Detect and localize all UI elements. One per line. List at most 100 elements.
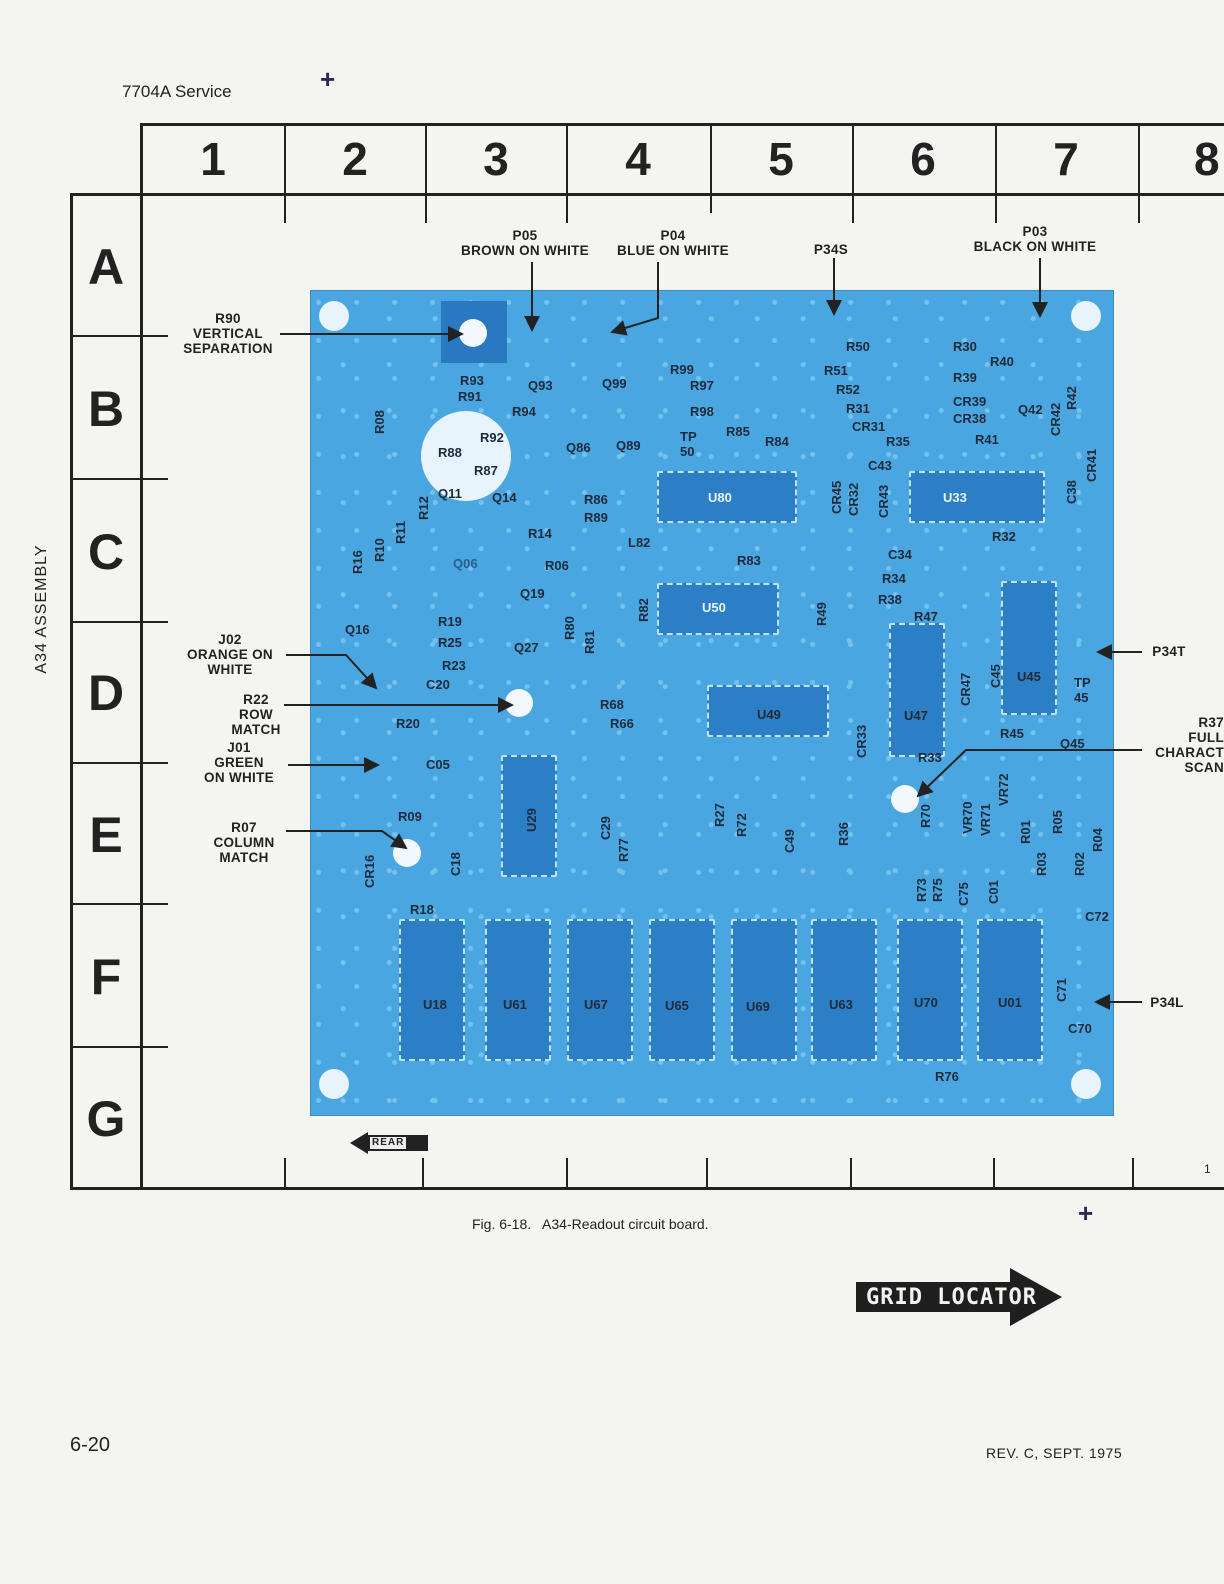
label-r94: R94 [512,404,536,419]
grid-locator-arrow: GRID LOCATOR [856,1268,1066,1326]
label-r52: R52 [836,382,860,397]
label-r66: R66 [610,716,634,731]
grid-column-7: 7 [1053,133,1079,185]
label-r32: R32 [992,529,1016,544]
grid-row-e: E [89,807,123,863]
label-u80: U80 [708,490,732,505]
label-u01: U01 [998,995,1022,1010]
label-r31: R31 [846,401,870,416]
ic-u47 [889,623,945,757]
label-r35: R35 [886,434,910,449]
label-cr31: CR31 [852,419,886,434]
label-c72: C72 [1085,909,1109,924]
grid-column-8: 8 [1194,136,1220,182]
label-r51: R51 [824,363,848,378]
label-q99: Q99 [602,376,627,391]
label-r20: R20 [396,716,420,731]
label-r93: R93 [460,373,484,388]
ic-u33 [909,471,1045,523]
label-r23: R23 [442,658,466,673]
ic-u01 [977,919,1043,1061]
label-q93: Q93 [528,378,553,393]
rear-direction-arrow: REAR [350,1132,430,1154]
label-cr38: CR38 [953,411,987,426]
label-c34: C34 [888,547,912,562]
label-u33: U33 [943,490,967,505]
mount-hole-icon [1071,301,1101,331]
ic-u29 [501,755,557,877]
grid-column-1: 1 [200,133,226,185]
callout-j01: J01 GREEN ON WHITE [204,740,274,785]
label-r06: R06 [545,558,569,573]
label-r33: R33 [918,750,942,765]
registration-mark-bottom: + [1078,1198,1094,1228]
ic-u65 [649,919,715,1061]
callout-r37: R37 FULL CHARACT SCAN [1155,715,1224,775]
label-u49: U49 [757,707,781,722]
label-r45: R45 [1000,726,1024,741]
label-q89: Q89 [616,438,641,453]
label-tp50: TP 50 [680,429,697,459]
label-l82: L82 [628,535,651,550]
label-u67: U67 [584,997,608,1012]
callout-r07: R07 COLUMN MATCH [213,820,275,865]
rear-label: REAR [370,1137,407,1149]
grid-row-a: A [87,239,125,295]
label-r18: R18 [410,902,434,917]
label-u61: U61 [503,997,527,1012]
callout-p03: P03 BLACK ON WHITE [973,224,1097,254]
label-u18: U18 [423,997,447,1012]
label-q45: Q45 [1060,736,1085,751]
label-r84: R84 [765,434,789,449]
label-r88: R88 [438,445,462,460]
grid-column-5: 5 [768,133,794,185]
label-r86: R86 [584,492,608,507]
grid-row-d: D [87,665,125,721]
left-arrow-icon [350,1132,368,1154]
label-r40: R40 [990,354,1014,369]
ic-u69 [731,919,797,1061]
grid-column-6: 6 [910,133,936,185]
label-r25: R25 [438,635,462,650]
callout-p05: P05 BROWN ON WHITE [461,228,589,258]
label-r97: R97 [690,378,714,393]
label-u65: U65 [665,998,689,1013]
r37-pot-knob-icon [891,785,919,813]
label-r30: R30 [953,339,977,354]
label-q19: Q19 [520,586,545,601]
ic-u50 [657,583,779,635]
label-u70: U70 [914,995,938,1010]
label-r85: R85 [726,424,750,439]
mount-hole-icon [1071,1069,1101,1099]
grid-column-2: 2 [342,133,368,185]
label-r91: R91 [458,389,482,404]
label-r89: R89 [584,510,608,525]
figure-caption: Fig. 6-18. A34-Readout circuit board. [472,1216,709,1232]
label-r92: R92 [480,430,504,445]
label-r19: R19 [438,614,462,629]
grid-row-b: B [87,381,125,437]
label-q06: Q06 [453,556,478,571]
callout-r22: R22 ROW MATCH [231,692,281,737]
ic-u70 [897,919,963,1061]
label-u63: U63 [829,997,853,1012]
revision-date: REV. C, SEPT. 1975 [986,1445,1123,1461]
label-r39: R39 [953,370,977,385]
callout-p34s: P34S [813,242,849,257]
ic-u80 [657,471,797,523]
label-r83: R83 [737,553,761,568]
label-r50: R50 [846,339,870,354]
callout-r90: R90 VERTICAL SEPARATION [183,311,273,356]
label-r14: R14 [528,526,552,541]
label-u47: U47 [904,708,928,723]
label-r76: R76 [935,1069,959,1084]
label-q27: Q27 [514,640,539,655]
label-r41: R41 [975,432,999,447]
label-c20: C20 [426,677,450,692]
label-tp45: TP 45 [1074,675,1091,705]
label-u50: U50 [702,600,726,615]
label-r98: R98 [690,404,714,419]
ic-u61 [485,919,551,1061]
label-u45: U45 [1017,669,1041,684]
